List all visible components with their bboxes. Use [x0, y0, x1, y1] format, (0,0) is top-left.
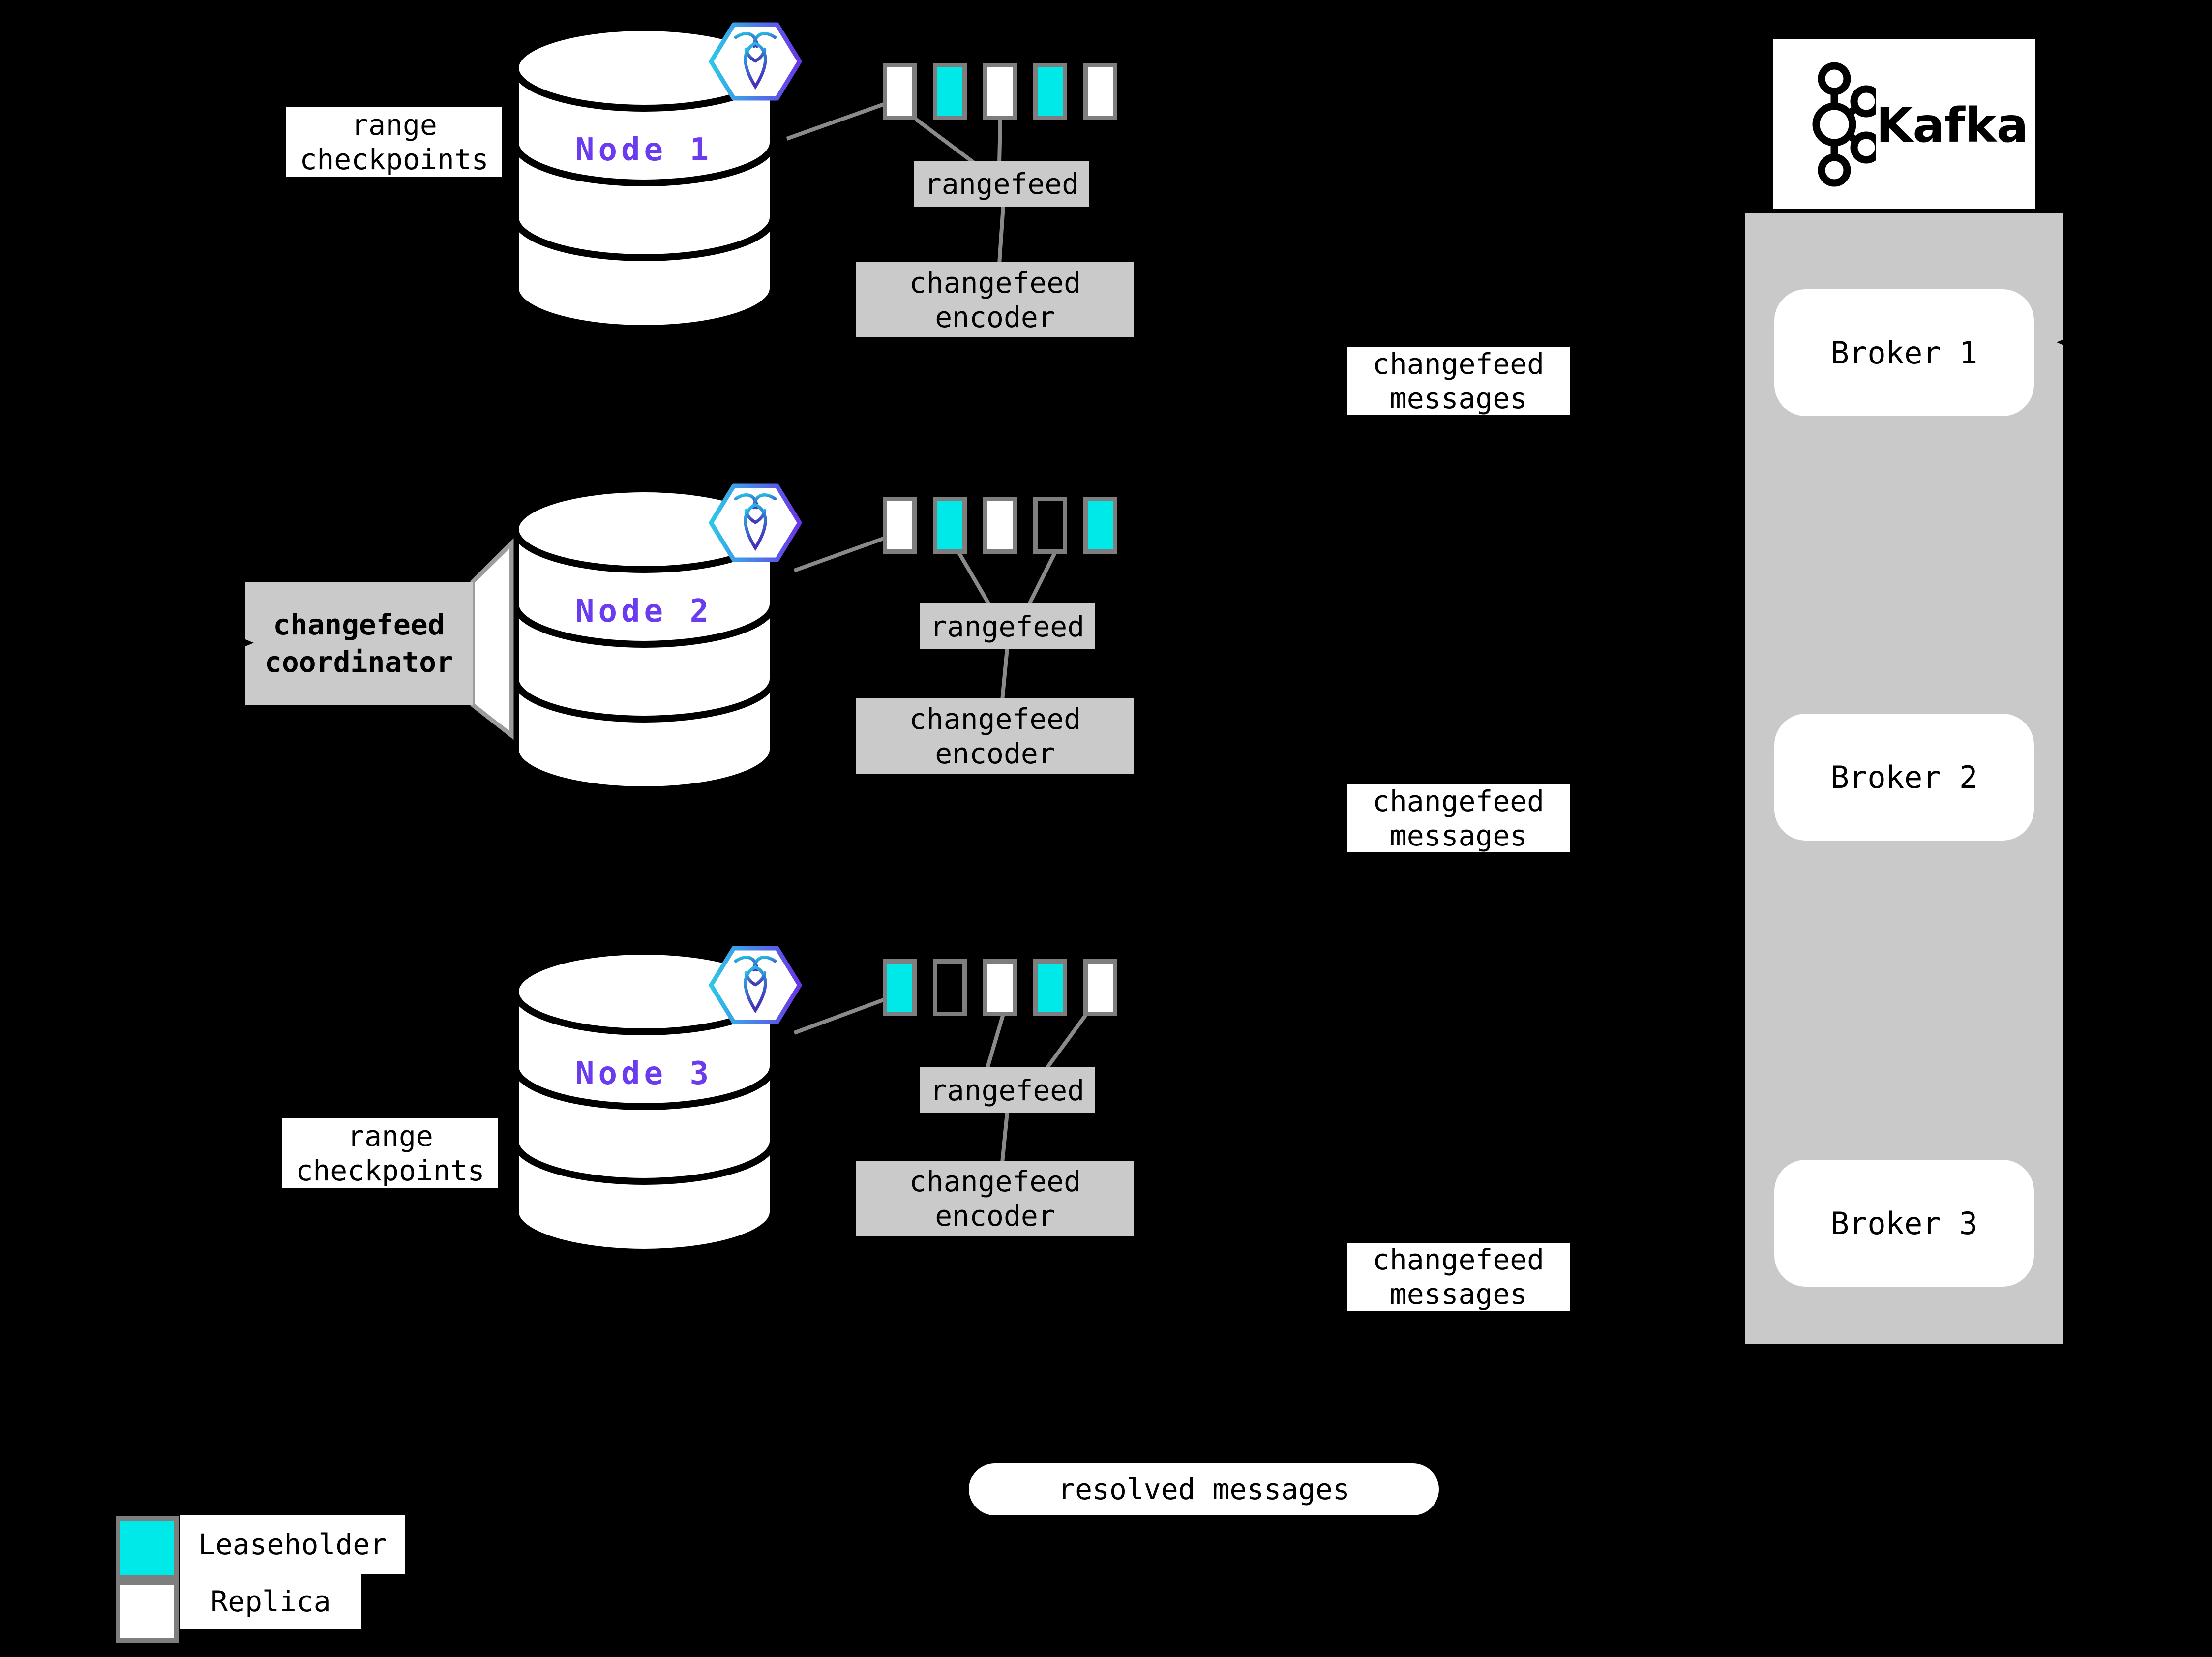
- replica-square: [1083, 959, 1117, 1016]
- replica-square: [983, 959, 1017, 1016]
- cockroachdb-logo-icon: [709, 22, 802, 101]
- replica-square: [933, 497, 967, 554]
- replica-square: [933, 63, 967, 120]
- encoder-label-line2: encoder: [935, 736, 1055, 770]
- rangefeed-label: rangefeed: [929, 1073, 1085, 1107]
- replica-square: [933, 959, 967, 1016]
- changefeed-coordinator-box: changefeed coordinator: [245, 582, 473, 705]
- legend-replica-label: Replica: [180, 1574, 361, 1629]
- legend-replica-swatch: [116, 1580, 179, 1643]
- replica-square: [1083, 63, 1117, 120]
- broker1-arrowhead-icon: [2057, 329, 2089, 356]
- replica-square: [883, 63, 917, 120]
- range-checkpoints-label: range checkpoints: [282, 1118, 498, 1188]
- broker-1: Broker 1: [1774, 289, 2034, 416]
- rangefeed-box: rangefeed: [920, 1067, 1095, 1113]
- rangefeed-box: rangefeed: [914, 161, 1089, 207]
- replica-square: [1033, 497, 1067, 554]
- coordinator-flag: [470, 538, 514, 740]
- rangefeed-label: rangefeed: [929, 609, 1085, 643]
- broker-2: Broker 2: [1774, 714, 2034, 841]
- replica-square: [1033, 959, 1067, 1016]
- rangefeed-label: rangefeed: [924, 167, 1079, 201]
- replica-square: [883, 959, 917, 1016]
- node-2-cylinder: [512, 485, 777, 793]
- node-1-label: Node 1: [575, 132, 713, 168]
- replica-square: [1083, 497, 1117, 554]
- resolved-messages-pill: resolved messages: [969, 1463, 1439, 1515]
- legend-leaseholder-swatch: [116, 1516, 179, 1580]
- cockroachdb-logo-icon: [709, 483, 802, 562]
- coordinator-arrowhead-icon: [222, 630, 254, 656]
- legend-leaseholder-label: Leaseholder: [180, 1515, 405, 1574]
- node-2-label: Node 2: [575, 593, 713, 630]
- kafka-logo-icon: [1812, 62, 1876, 187]
- kafka-title: Kafka: [1876, 98, 2029, 153]
- changefeed-encoder-box: changefeed encoder: [856, 262, 1134, 337]
- range-checkpoints-label: range checkpoints: [286, 107, 502, 177]
- broker-3: Broker 3: [1774, 1160, 2034, 1287]
- rangefeed-box: rangefeed: [920, 603, 1095, 649]
- node-3-cylinder: [512, 948, 777, 1256]
- replica-square: [883, 497, 917, 554]
- encoder-label-line2: encoder: [935, 1199, 1055, 1233]
- replica-square: [983, 497, 1017, 554]
- replica-square: [983, 63, 1017, 120]
- encoder-label-line2: encoder: [935, 300, 1055, 334]
- cockroachdb-logo-icon: [709, 946, 802, 1024]
- changefeed-messages-label: changefeed messages: [1347, 347, 1570, 415]
- node-3-label: Node 3: [575, 1055, 713, 1092]
- encoder-label-line1: changefeed: [909, 266, 1081, 300]
- replica-square: [1033, 63, 1067, 120]
- changefeed-encoder-box: changefeed encoder: [856, 698, 1134, 774]
- encoder-label-line1: changefeed: [909, 702, 1081, 736]
- changefeed-messages-label: changefeed messages: [1347, 1243, 1570, 1311]
- changefeed-messages-label: changefeed messages: [1347, 784, 1570, 852]
- encoder-label-line1: changefeed: [909, 1164, 1081, 1198]
- changefeed-encoder-box: changefeed encoder: [856, 1161, 1134, 1236]
- coordinator-label-line1: changefeed: [273, 608, 445, 641]
- coordinator-label-line2: coordinator: [264, 645, 454, 679]
